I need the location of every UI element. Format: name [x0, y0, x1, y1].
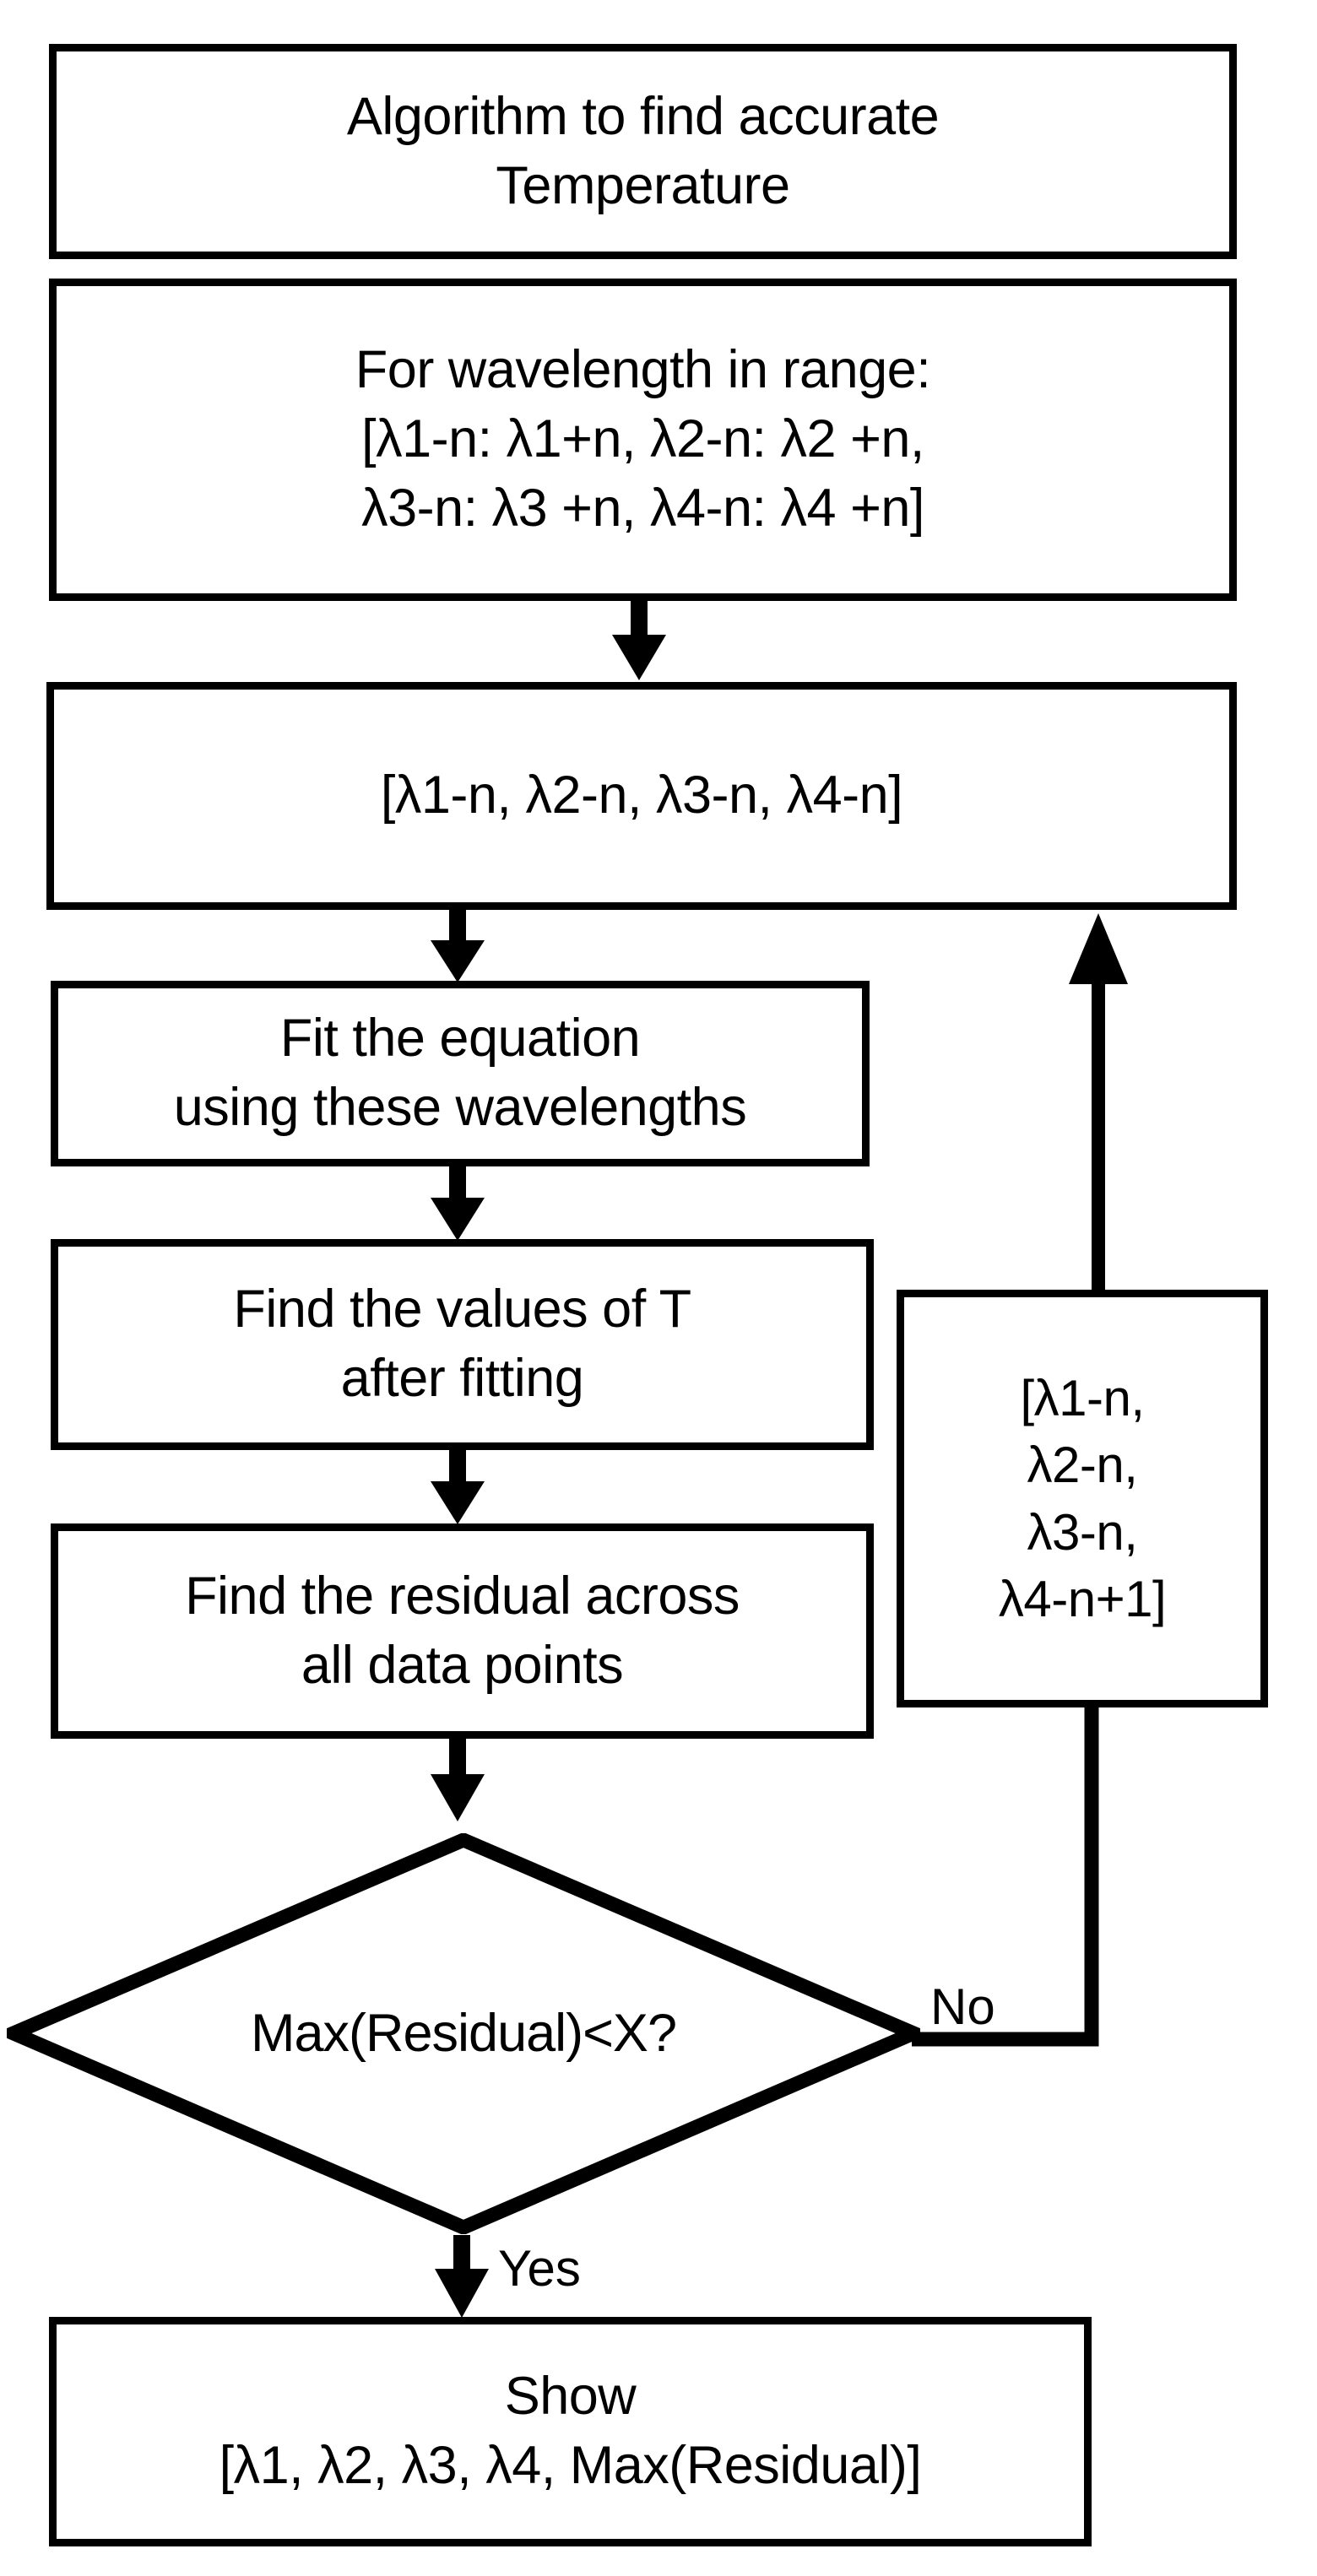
node-title: Algorithm to find accurate Temperature — [49, 44, 1237, 259]
node-current-set: [λ1-n, λ2-n, λ3-n, λ4-n] — [46, 682, 1237, 910]
node-find-values: Find the values of T after fitting — [51, 1239, 874, 1450]
connector-current-set-to-fit-equation — [422, 910, 493, 984]
edge-label-no: No — [930, 1978, 995, 2035]
edge-label-yes: Yes — [498, 2240, 581, 2297]
connector-next-set-to-current-set — [1060, 910, 1136, 1294]
connector-for-range-to-current-set — [604, 601, 675, 682]
node-decision: Max(Residual)<X? — [7, 1833, 920, 2234]
node-next-set: [λ1-n, λ2-n, λ3-n, λ4-n+1] — [897, 1290, 1268, 1707]
decision-label: Max(Residual)<X? — [251, 2004, 677, 2063]
node-fit-equation: Fit the equation using these wavelengths — [51, 981, 870, 1166]
node-show-result: Show [λ1, λ2, λ3, λ4, Max(Residual)] — [49, 2317, 1092, 2546]
node-for-range: For wavelength in range: [λ1-n: λ1+n, λ2… — [49, 279, 1237, 601]
connector-find-values-to-find-residual — [422, 1450, 493, 1526]
connector-decision-no — [912, 1701, 1106, 2047]
connector-decision-yes — [426, 2235, 497, 2319]
connector-fit-equation-to-find-values — [422, 1166, 493, 1242]
connector-find-residual-to-decision — [422, 1739, 493, 1823]
node-find-residual: Find the residual across all data points — [51, 1523, 874, 1739]
